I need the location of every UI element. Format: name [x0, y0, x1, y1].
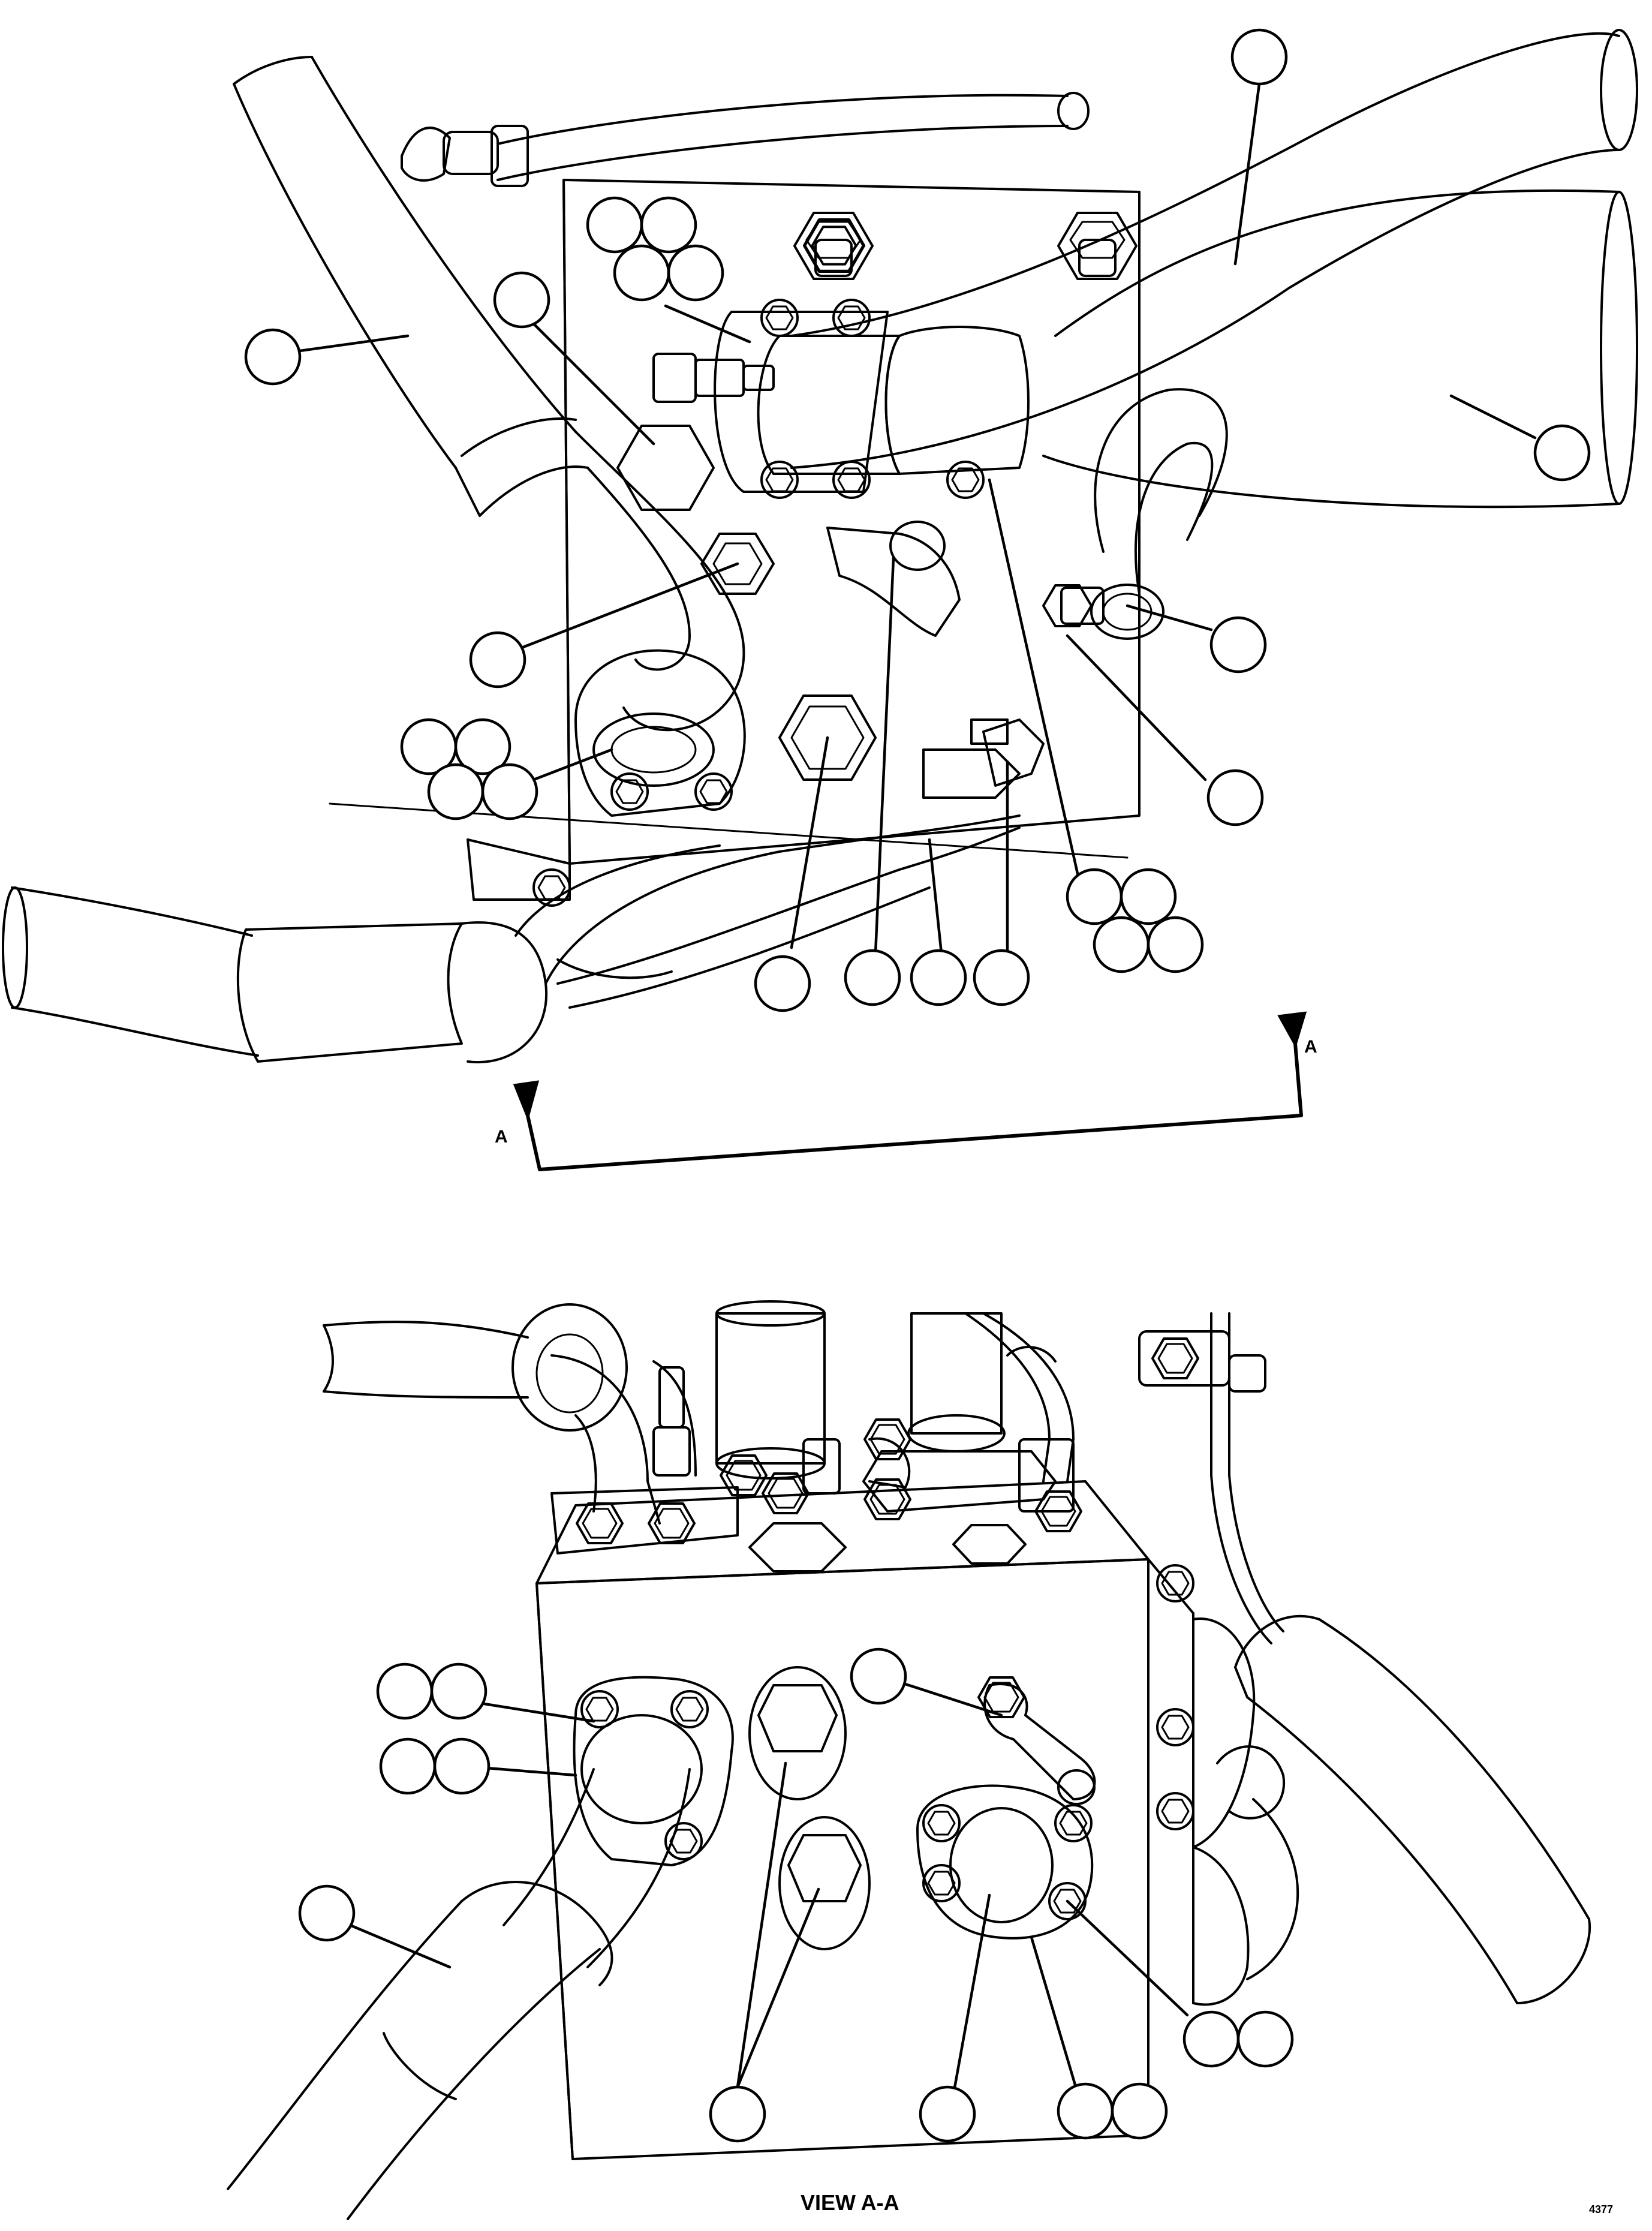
hose-lower-left-view2	[227, 1880, 613, 2220]
hose-right-view2	[1156, 1564, 1591, 2006]
top-view: A A	[2, 28, 1638, 1171]
callouts-view2	[298, 1647, 1294, 2143]
elbow-fitting-view2	[977, 1676, 1096, 1805]
flange-top-left-view2	[550, 1418, 1082, 1572]
callout-balloon	[640, 196, 697, 254]
callout-balloon	[1093, 916, 1150, 973]
callout-balloon	[754, 955, 811, 1012]
callout-balloon	[1182, 2010, 1240, 2068]
flange-right-view2	[916, 1784, 1094, 1940]
callout-balloon	[919, 2085, 976, 2143]
callout-balloon	[244, 328, 302, 386]
hose-lower	[2, 814, 1021, 1064]
callout-balloon	[427, 763, 485, 820]
tube-right-view2	[964, 1312, 1075, 1513]
fitting-right	[922, 718, 1045, 799]
callout-balloon	[667, 244, 724, 302]
callout-balloon	[376, 1662, 434, 1720]
callout-balloon	[586, 196, 643, 254]
quick-coupler	[652, 353, 775, 403]
callout-balloon	[379, 1737, 437, 1795]
hose-upper-right	[757, 29, 1638, 509]
section-line-a-a: A A	[495, 1011, 1317, 1171]
view-a-a: VIEW A-A 4377	[227, 1300, 1613, 2220]
callout-balloon	[844, 949, 901, 1006]
callout-balloon	[433, 1737, 491, 1795]
callout-balloon	[1066, 868, 1123, 925]
callout-balloon	[1057, 2082, 1114, 2140]
valve-block	[467, 179, 1141, 901]
callout-balloon	[850, 1647, 907, 1705]
hex-plugs	[616, 212, 1138, 781]
callout-balloon	[481, 763, 538, 820]
flange-left-view2	[502, 1676, 734, 1968]
hose-upper-left	[233, 56, 589, 517]
callout-balloon	[1120, 868, 1177, 925]
leaders-top	[298, 82, 1537, 955]
callout-balloon	[1236, 2010, 1294, 2068]
callout-balloon	[469, 631, 526, 688]
callout-balloon	[1230, 28, 1288, 86]
figure-number: 4377	[1589, 2203, 1613, 2215]
flange-left	[574, 649, 746, 817]
callout-balloon	[430, 1662, 488, 1720]
callout-balloon	[454, 718, 511, 775]
hose-top-left-view2	[323, 1303, 697, 1525]
callout-balloon	[1533, 424, 1591, 482]
callout-balloon	[298, 1884, 356, 1942]
callout-balloon	[1209, 616, 1267, 673]
callout-balloon	[910, 949, 967, 1006]
callout-balloon	[1206, 769, 1264, 826]
callout-balloon	[613, 244, 670, 302]
callouts-top	[244, 28, 1591, 1012]
view-title: VIEW A-A	[801, 2190, 899, 2215]
coupler-top-view2	[652, 1366, 691, 1477]
hose-top-small	[401, 92, 1090, 187]
callout-balloon	[709, 2085, 766, 2143]
valve-block-front	[535, 1480, 1194, 2160]
hose-right-loop	[1090, 388, 1228, 640]
plugs-front-view2	[748, 1666, 871, 1950]
callout-balloon	[493, 271, 550, 329]
section-mark-a-left: A	[495, 1127, 508, 1147]
hose-elbow-left	[574, 431, 745, 787]
callout-balloon	[1147, 916, 1204, 973]
callout-balloon	[1111, 2082, 1168, 2140]
callout-balloon	[973, 949, 1030, 1006]
section-mark-a-right: A	[1304, 1037, 1317, 1057]
